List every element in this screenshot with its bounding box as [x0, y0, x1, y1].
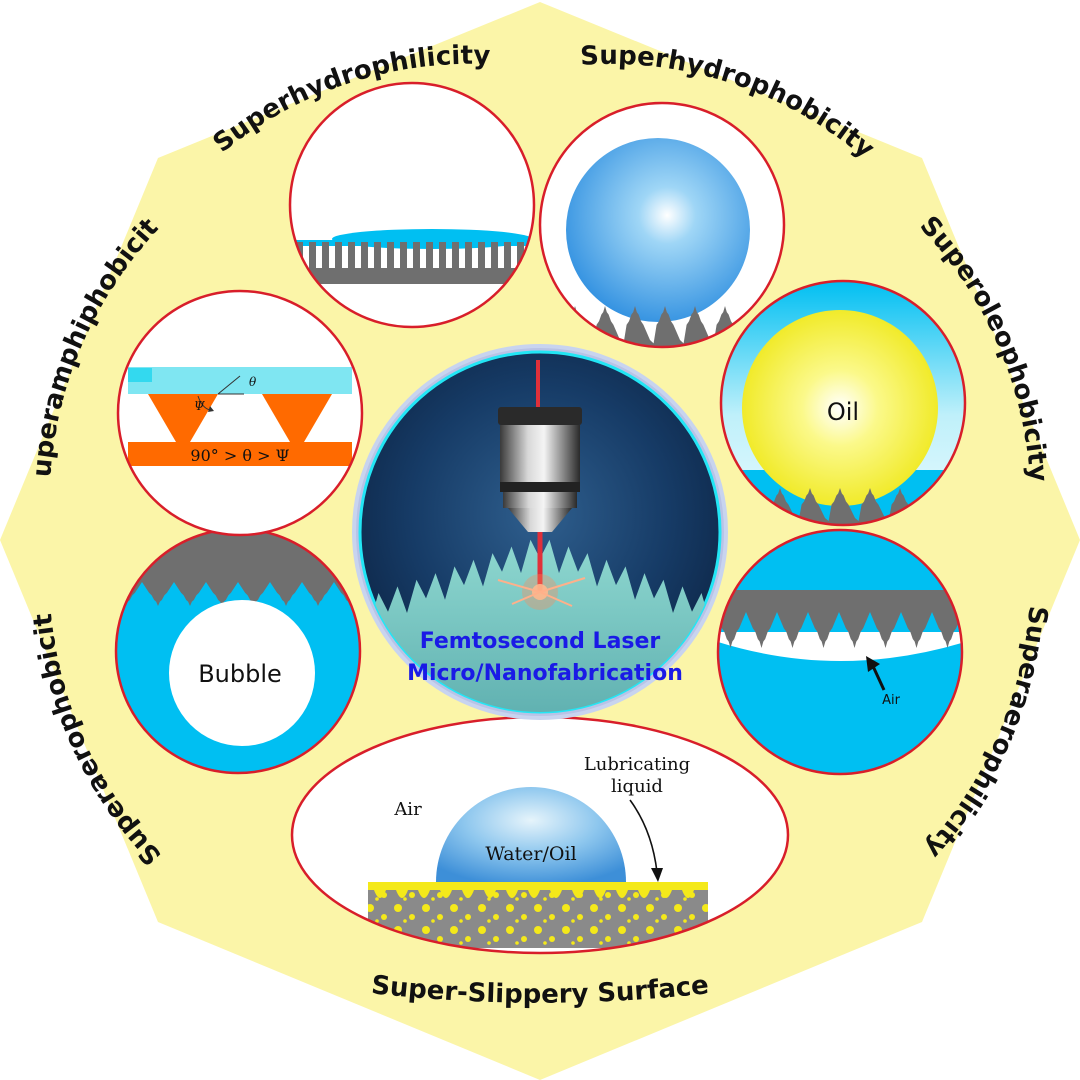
- lubricant-drip: [594, 890, 606, 898]
- lubricant-drip: [440, 890, 452, 898]
- lubricant-drip: [682, 890, 694, 898]
- pillar: [335, 242, 342, 270]
- air-bubble: [169, 600, 315, 746]
- pillar: [465, 242, 472, 270]
- liquid-layer: [128, 367, 352, 394]
- water-oil-droplet: [436, 787, 626, 882]
- liquid-label: liquid: [611, 776, 663, 797]
- pillar: [348, 242, 355, 270]
- center-title-line2: Micro/Nanofabrication: [407, 661, 683, 686]
- lubricant-drip: [638, 890, 650, 898]
- center-panel: Femtosecond Laser Micro/Nanofabrication: [352, 344, 728, 720]
- reentrant-pillar: [148, 394, 218, 442]
- lubricant-drip: [418, 890, 430, 898]
- water-oil-label: Water/Oil: [485, 843, 576, 865]
- lubricant-drip: [616, 890, 628, 898]
- arrow-head: [866, 656, 880, 672]
- arrow-line: [629, 799, 658, 873]
- panel-ring: [719, 279, 967, 527]
- panel-superoleophobicity: Oil: [719, 279, 967, 527]
- substrate: [128, 442, 352, 466]
- lubricant-drip: [506, 890, 518, 898]
- lubricant-drip: [572, 890, 584, 898]
- lubricant-layer: [368, 882, 708, 890]
- air-label: Air: [882, 693, 901, 708]
- panel-ring: [538, 101, 786, 349]
- pillar: [413, 242, 420, 270]
- reentrant-pillar: [262, 394, 332, 442]
- lubricant-drip: [484, 890, 496, 898]
- pillar: [517, 242, 524, 270]
- nanostructured-surface: [360, 539, 720, 712]
- lubricant-drip: [528, 890, 540, 898]
- pillar: [491, 242, 498, 270]
- panel-superamphiphobicity: θ Ψ 90° > θ > Ψ: [116, 289, 364, 537]
- panel-superaerophobicity: Bubble: [114, 527, 362, 775]
- panel-superhydrophilicity: [288, 81, 536, 329]
- bubble-label: Bubble: [198, 660, 282, 688]
- center-title-line1: Femtosecond Laser: [420, 629, 661, 654]
- pillar: [309, 242, 316, 270]
- arrow-head: [651, 868, 663, 882]
- air-film: [718, 632, 962, 661]
- lubricant-drip: [462, 890, 474, 898]
- pillar: [322, 242, 329, 270]
- panel-super-slippery: Air Water/Oil Lubricating liquid: [290, 715, 790, 955]
- pillar: [478, 242, 485, 270]
- air-label: Air: [393, 799, 422, 820]
- rough-surface: [718, 590, 962, 648]
- angle-formula: 90° > θ > Ψ: [190, 446, 289, 465]
- pillar: [452, 242, 459, 270]
- water-droplet: [566, 138, 750, 322]
- theta-label: θ: [249, 375, 257, 389]
- pillar: [361, 242, 368, 270]
- objective-cap: [498, 407, 582, 425]
- lubricant-drip: [374, 890, 386, 898]
- objective-nose: [508, 508, 572, 532]
- pillar: [400, 242, 407, 270]
- lubricant-drip: [550, 890, 562, 898]
- lubricant-drip: [396, 890, 408, 898]
- substrate: [292, 268, 532, 284]
- arrow-line: [870, 663, 886, 691]
- panel-ring: [716, 528, 964, 776]
- oil-label: Oil: [827, 398, 859, 426]
- lubricant-drip: [660, 890, 672, 898]
- lubricating-label: Lubricating: [584, 754, 690, 775]
- pillar: [426, 242, 433, 270]
- panel-ring: [288, 81, 536, 329]
- pillar: [504, 242, 511, 270]
- panel-ring: [116, 289, 364, 537]
- pillar: [387, 242, 394, 270]
- pillar: [374, 242, 381, 270]
- objective-body: [500, 425, 580, 485]
- oil-droplet: [742, 310, 938, 506]
- pillar: [439, 242, 446, 270]
- psi-label: Ψ: [194, 399, 205, 413]
